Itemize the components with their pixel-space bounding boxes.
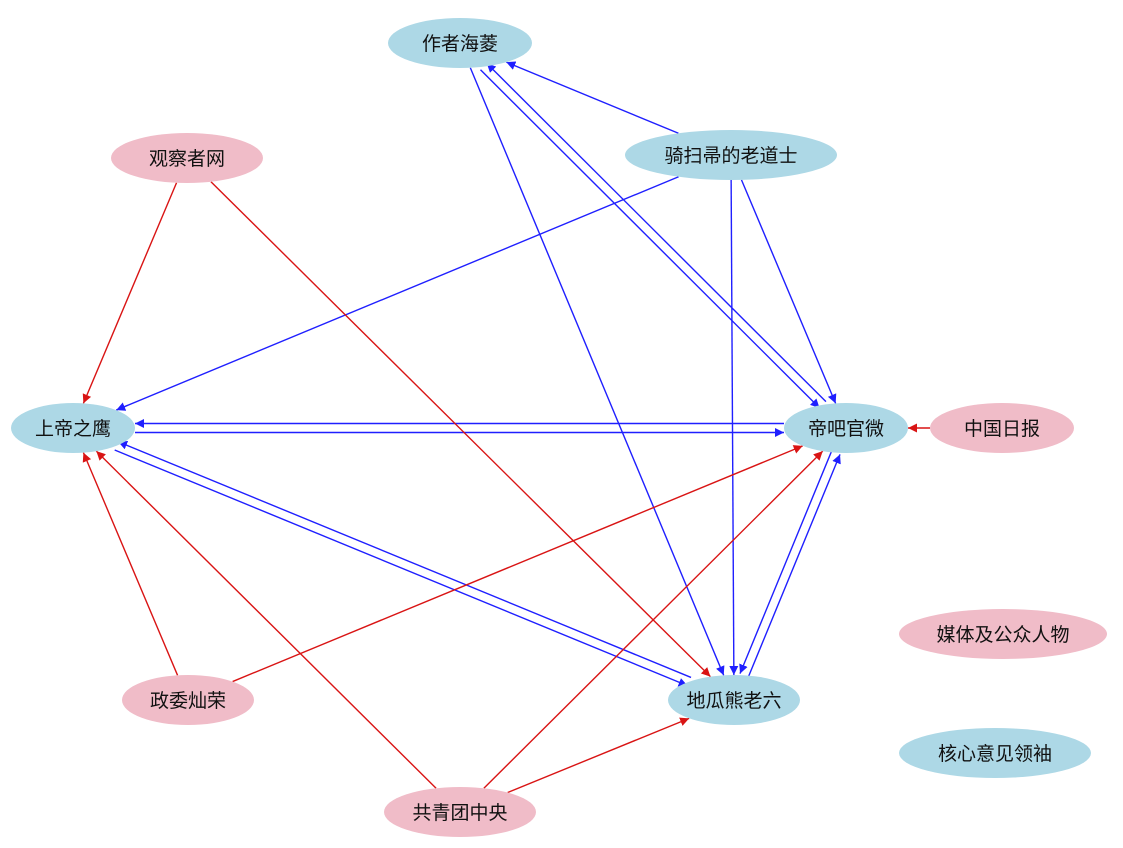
node-zhongguo[interactable]: 中国日报 bbox=[930, 403, 1074, 453]
node-label: 政委灿荣 bbox=[150, 690, 226, 712]
edge-gongqing-to-digua bbox=[507, 717, 690, 794]
node-ellipse bbox=[11, 403, 135, 453]
legend-swatch bbox=[899, 609, 1107, 659]
legend-item: 媒体及公众人物 bbox=[899, 609, 1107, 659]
edge-zhengwei-to-diba bbox=[232, 445, 803, 683]
node-zhengwei[interactable]: 政委灿荣 bbox=[122, 675, 254, 725]
node-ellipse bbox=[122, 675, 254, 725]
legend-swatch bbox=[899, 728, 1091, 778]
edge-digua-to-shangdi bbox=[117, 440, 692, 679]
edge-zuozhe-to-diba bbox=[479, 69, 821, 409]
node-label: 作者海菱 bbox=[422, 33, 498, 55]
node-ellipse bbox=[784, 403, 908, 453]
node-ellipse bbox=[384, 787, 536, 837]
edge-qisao-to-zuozhe bbox=[506, 61, 679, 134]
edges-layer bbox=[82, 61, 930, 794]
edge-qisao-to-diba bbox=[740, 179, 837, 404]
edge-guancha-to-shangdi bbox=[82, 182, 178, 404]
node-ellipse bbox=[930, 403, 1074, 453]
edge-shangdi-to-digua bbox=[114, 449, 688, 687]
node-diba[interactable]: 帝吧官微 bbox=[784, 403, 908, 453]
node-label: 中国日报 bbox=[964, 418, 1040, 440]
edge-zuozhe-to-digua bbox=[469, 67, 725, 676]
edge-qisao-to-digua bbox=[729, 179, 739, 676]
edge-digua-to-diba bbox=[747, 454, 841, 678]
edge-qisao-to-shangdi bbox=[115, 176, 679, 411]
edge-guancha-to-digua bbox=[210, 181, 711, 678]
node-label: 帝吧官微 bbox=[808, 418, 884, 440]
node-label: 上帝之鹰 bbox=[35, 418, 111, 440]
node-label: 观察者网 bbox=[149, 148, 225, 170]
node-gongqing[interactable]: 共青团中央 bbox=[384, 787, 536, 837]
node-zuozhe[interactable]: 作者海菱 bbox=[388, 18, 532, 68]
legend-label: 核心意见领袖 bbox=[938, 743, 1052, 765]
node-ellipse bbox=[111, 133, 263, 183]
node-ellipse bbox=[668, 675, 800, 725]
edge-gongqing-to-diba bbox=[483, 450, 824, 789]
node-qisao[interactable]: 骑扫帚的老道士 bbox=[625, 130, 837, 180]
legend-item: 核心意见领袖 bbox=[899, 728, 1091, 778]
edge-gongqing-to-shangdi bbox=[95, 450, 437, 789]
edge-diba-to-digua bbox=[739, 450, 833, 674]
node-label: 地瓜熊老六 bbox=[686, 690, 781, 712]
node-ellipse bbox=[625, 130, 837, 180]
node-label: 共青团中央 bbox=[412, 802, 507, 824]
node-digua[interactable]: 地瓜熊老六 bbox=[668, 675, 800, 725]
node-guancha[interactable]: 观察者网 bbox=[111, 133, 263, 183]
node-shangdi[interactable]: 上帝之鹰 bbox=[11, 403, 135, 453]
legend-label: 媒体及公众人物 bbox=[936, 624, 1069, 646]
node-ellipse bbox=[388, 18, 532, 68]
node-label: 骑扫帚的老道士 bbox=[664, 145, 797, 167]
edge-zhengwei-to-shangdi bbox=[82, 452, 179, 676]
edge-diba-to-zuozhe bbox=[486, 62, 827, 403]
